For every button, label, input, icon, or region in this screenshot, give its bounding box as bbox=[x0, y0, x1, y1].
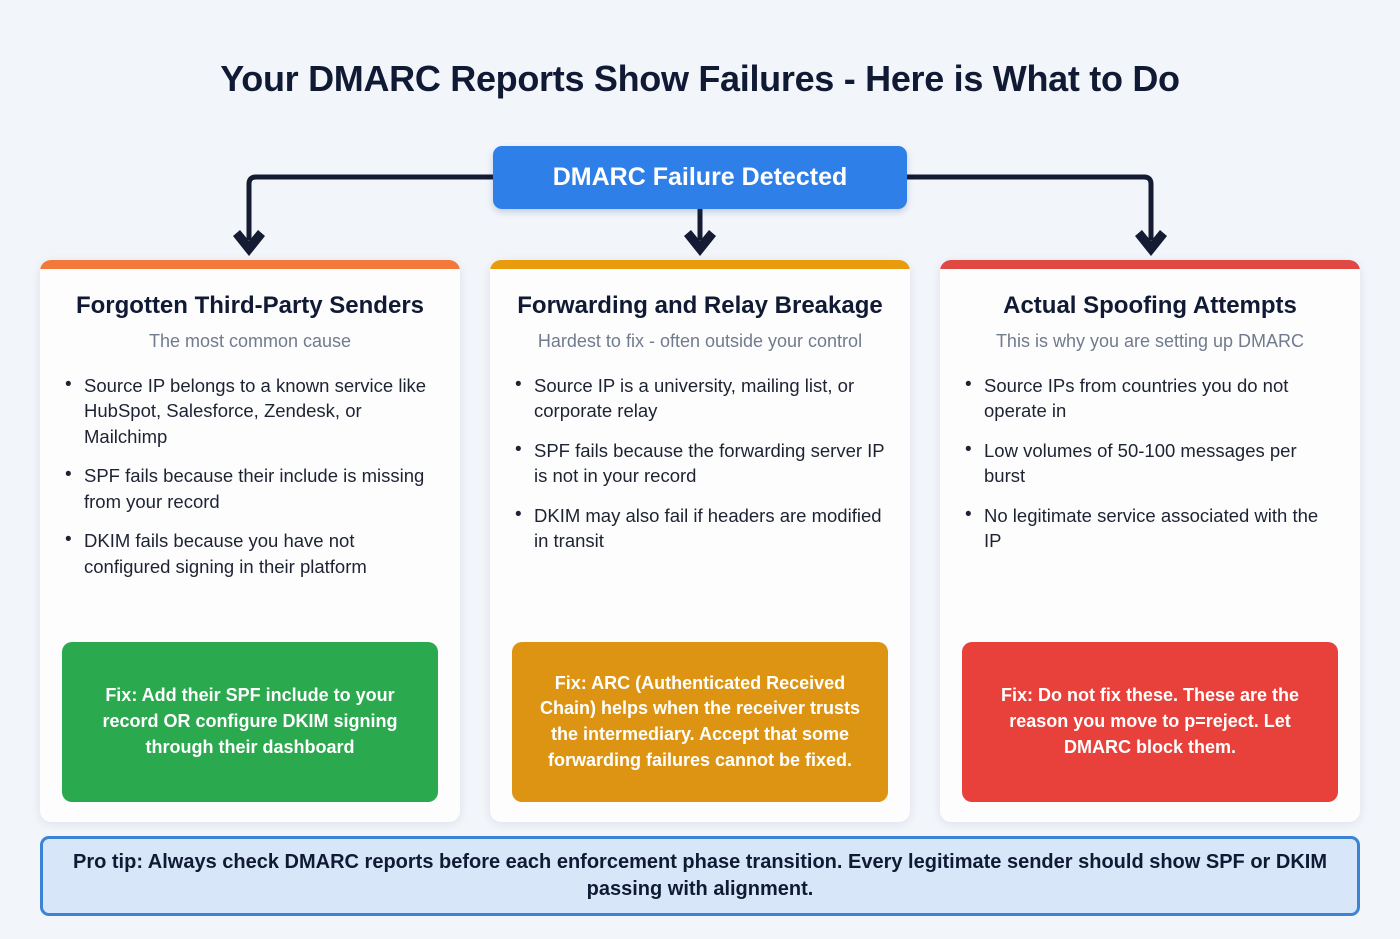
pro-tip-banner: Pro tip: Always check DMARC reports befo… bbox=[40, 836, 1360, 916]
list-item: DKIM fails because you have not configur… bbox=[62, 527, 438, 579]
list-item: Source IP belongs to a known service lik… bbox=[62, 372, 438, 450]
fix-callout-text: Fix: ARC (Authenticated Received Chain) … bbox=[539, 672, 861, 770]
root-node-dmarc-failure[interactable]: DMARC Failure Detected bbox=[493, 146, 907, 209]
connector-right bbox=[904, 174, 1154, 241]
card-bullet-list: Source IP is a university, mailing list,… bbox=[512, 372, 888, 642]
fix-callout-text: Fix: Do not fix these. These are the rea… bbox=[1000, 685, 1300, 757]
card-accent-bar bbox=[940, 260, 1360, 269]
list-item: DKIM may also fail if headers are modifi… bbox=[512, 502, 888, 554]
list-item: No legitimate service associated with th… bbox=[962, 502, 1338, 554]
fix-callout: Fix: Do not fix these. These are the rea… bbox=[962, 642, 1338, 802]
card-accent-bar bbox=[490, 260, 910, 269]
list-item: Source IP is a university, mailing list,… bbox=[512, 372, 888, 424]
list-item: Source IPs from countries you do not ope… bbox=[962, 372, 1338, 424]
fix-callout-text: Fix: Add their SPF include to your recor… bbox=[102, 685, 398, 757]
root-node-label: DMARC Failure Detected bbox=[552, 163, 848, 191]
card-bullet-list: Source IP belongs to a known service lik… bbox=[62, 372, 438, 642]
connector-left bbox=[246, 174, 496, 241]
list-item: SPF fails because their include is missi… bbox=[62, 462, 438, 514]
card-actual-spoofing-attempts[interactable]: Actual Spoofing Attempts This is why you… bbox=[940, 260, 1360, 822]
fix-callout: Fix: ARC (Authenticated Received Chain) … bbox=[512, 642, 888, 802]
card-bullet-list: Source IPs from countries you do not ope… bbox=[962, 372, 1338, 642]
card-subtitle: This is why you are setting up DMARC bbox=[995, 331, 1305, 352]
card-title: Forgotten Third-Party Senders bbox=[75, 292, 425, 319]
card-subtitle: Hardest to fix - often outside your cont… bbox=[537, 331, 863, 352]
card-accent-bar bbox=[40, 260, 460, 269]
fix-callout: Fix: Add their SPF include to your recor… bbox=[62, 642, 438, 802]
card-forgotten-third-party-senders[interactable]: Forgotten Third-Party Senders The most c… bbox=[40, 260, 460, 822]
card-title: Forwarding and Relay Breakage bbox=[517, 292, 883, 319]
page-title: Your DMARC Reports Show Failures - Here … bbox=[220, 58, 1180, 99]
pro-tip-text: Pro tip: Always check DMARC reports befo… bbox=[73, 850, 1327, 900]
arrow-heads bbox=[233, 230, 1167, 256]
card-title: Actual Spoofing Attempts bbox=[1003, 292, 1297, 319]
card-subtitle: The most common cause bbox=[148, 331, 352, 352]
list-item: Low volumes of 50-100 messages per burst bbox=[962, 437, 1338, 489]
card-forwarding-and-relay-breakage[interactable]: Forwarding and Relay Breakage Hardest to… bbox=[490, 260, 910, 822]
list-item: SPF fails because the forwarding server … bbox=[512, 437, 888, 489]
